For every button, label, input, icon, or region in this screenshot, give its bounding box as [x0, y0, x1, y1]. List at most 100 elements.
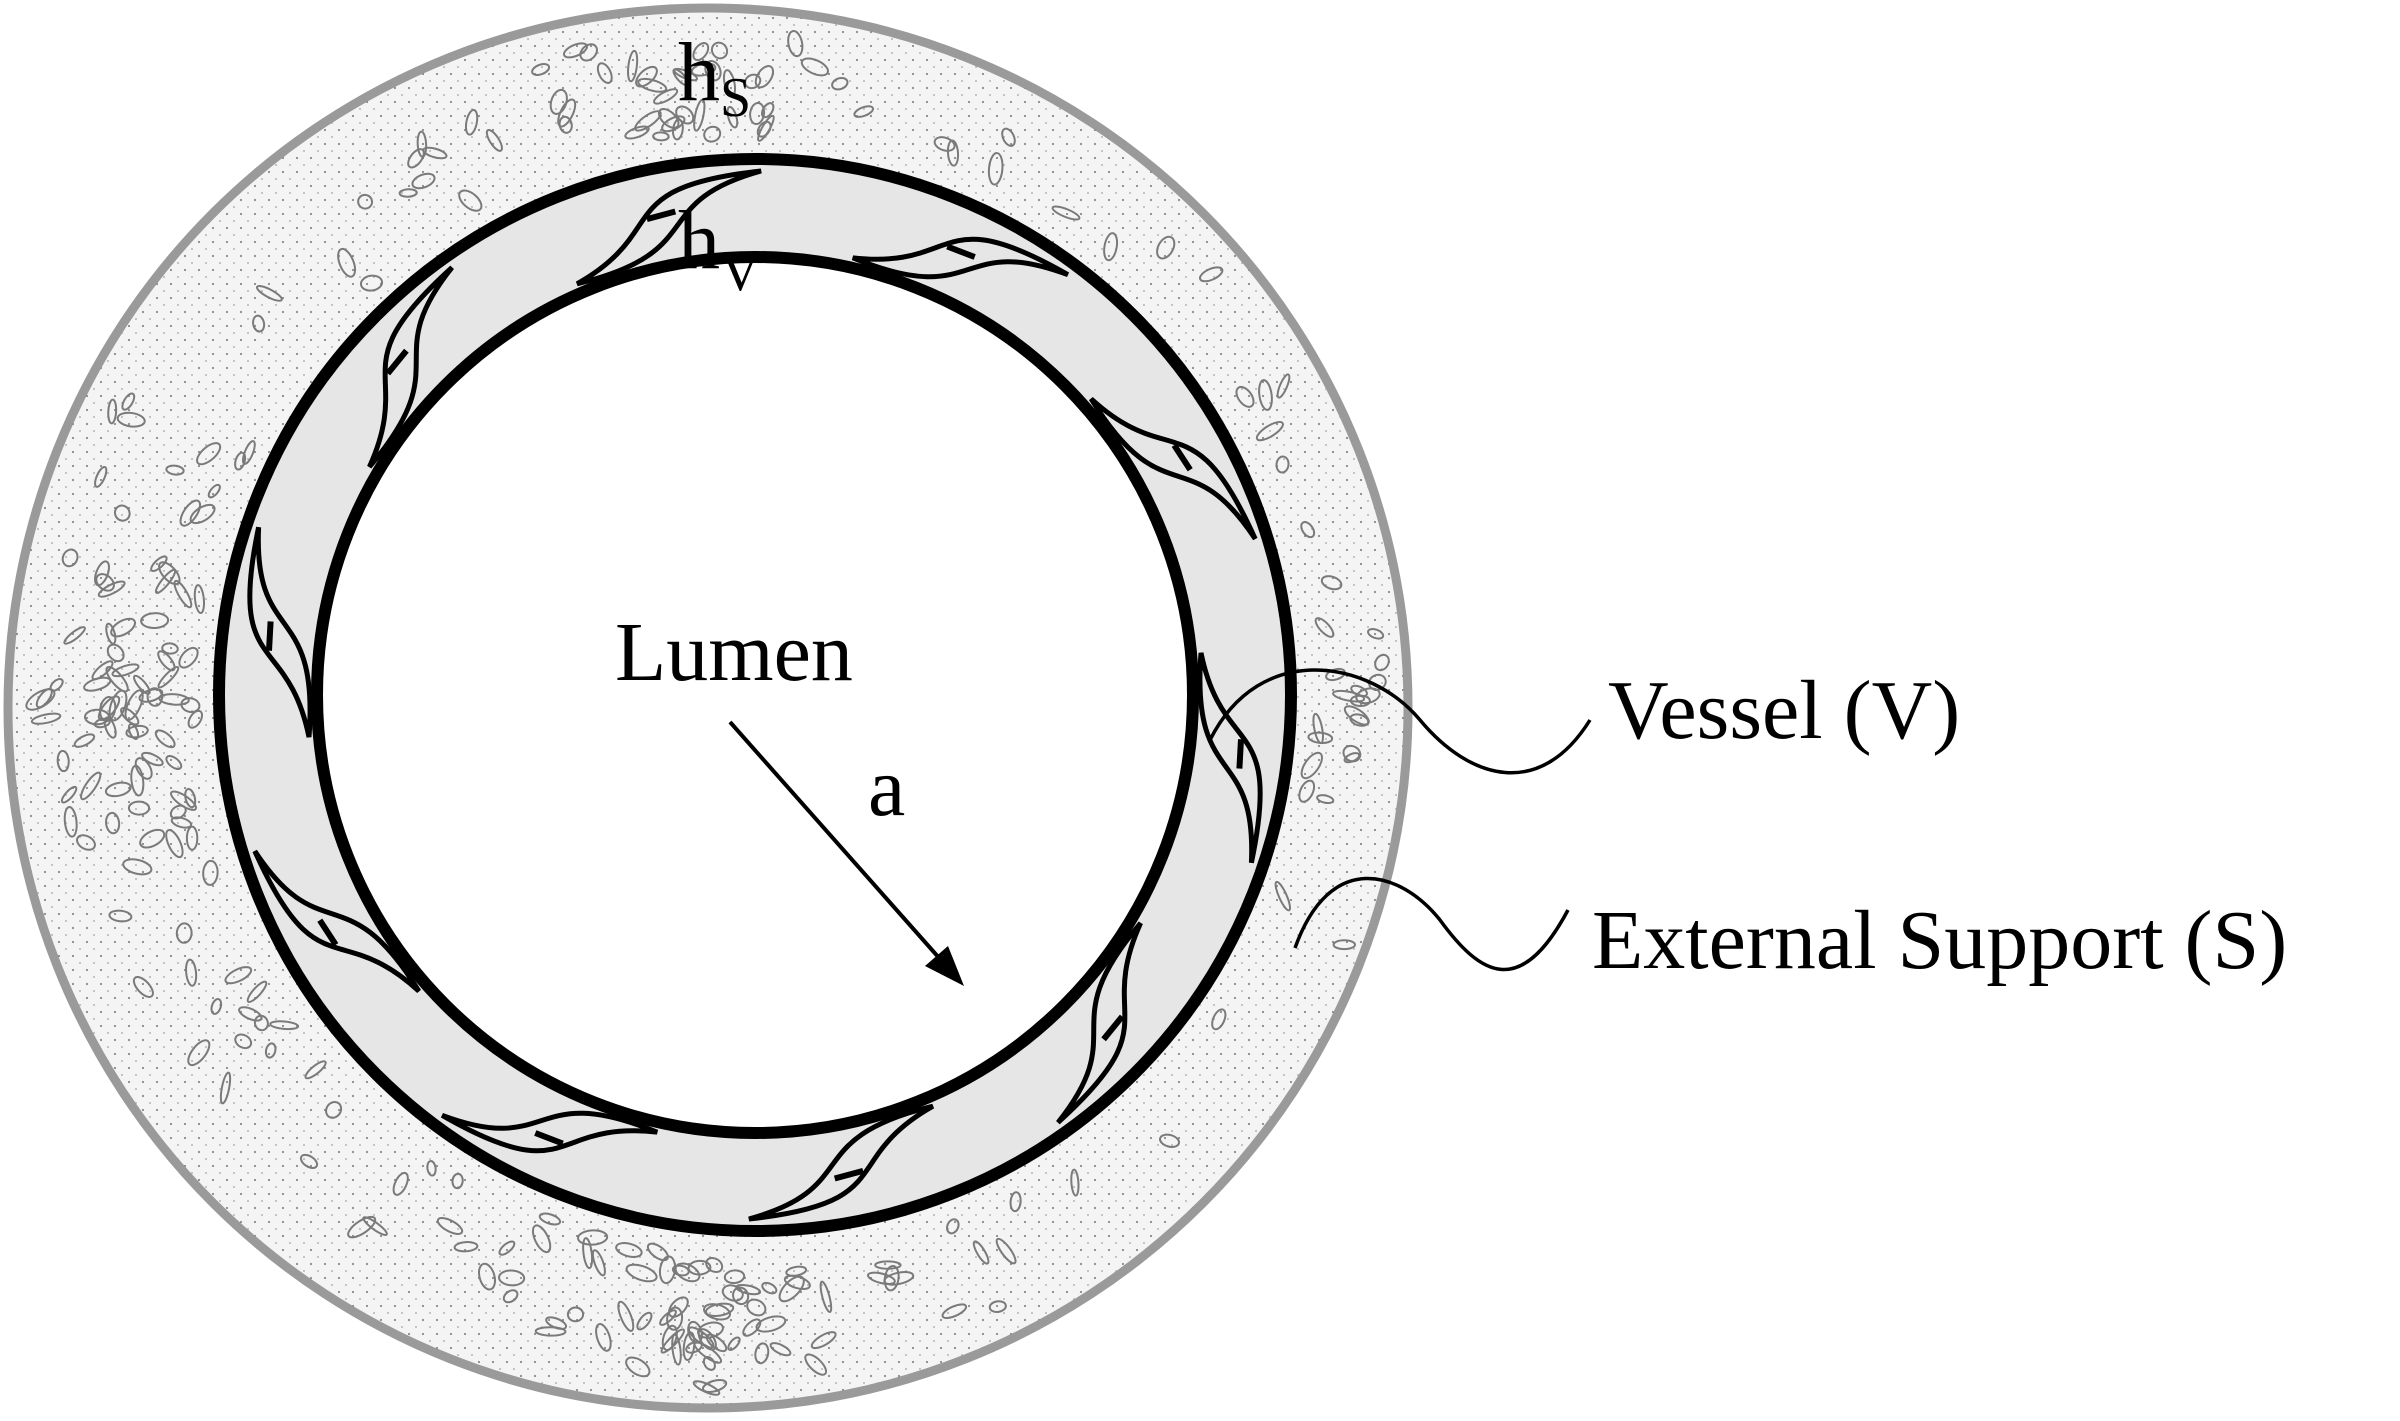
speckle: [234, 1033, 253, 1050]
speckle: [347, 1215, 377, 1239]
cell-nucleus: [1171, 443, 1193, 472]
speckle: [721, 1284, 744, 1302]
speckle: [627, 49, 639, 83]
speckle: [464, 108, 479, 136]
speckle: [170, 816, 193, 829]
speckle: [657, 107, 680, 129]
speckle: [485, 128, 503, 152]
speckle: [63, 805, 78, 838]
speckle: [238, 1006, 263, 1022]
speckle: [746, 1298, 767, 1317]
support-speckles: [25, 30, 1390, 1396]
speckle: [193, 584, 206, 615]
speckle: [595, 1323, 612, 1352]
speckle: [596, 62, 613, 84]
cell-nucleus: [317, 918, 339, 947]
speckle: [972, 1240, 990, 1265]
speckle: [787, 30, 804, 58]
speckle: [61, 548, 79, 568]
speckle: [398, 188, 418, 198]
speckle: [458, 189, 483, 212]
speckle: [761, 1281, 778, 1295]
speckle: [749, 101, 766, 126]
speckle: [357, 193, 374, 210]
speckle: [637, 77, 668, 93]
speckle: [635, 65, 658, 88]
speckle: [154, 729, 176, 749]
speckle: [25, 688, 56, 711]
speckle: [337, 247, 357, 278]
cell-nucleus: [266, 621, 274, 651]
speckle: [91, 660, 114, 681]
speckle: [557, 98, 577, 128]
speckle: [106, 643, 125, 663]
speckle: [1103, 232, 1119, 262]
speckle: [673, 67, 699, 82]
speckle: [692, 1380, 721, 1396]
speckle: [154, 568, 177, 594]
smooth-muscle-cell: [367, 265, 454, 469]
speckle: [704, 60, 722, 82]
speckle: [534, 1326, 567, 1337]
speckle: [562, 42, 589, 59]
speckle: [671, 118, 684, 141]
speckle: [658, 1255, 677, 1285]
speckle: [769, 1342, 792, 1357]
speckle: [173, 579, 193, 609]
speckle: [1211, 1008, 1227, 1031]
speckle: [660, 1328, 685, 1354]
speckle: [105, 811, 121, 835]
speckle: [264, 1042, 277, 1059]
speckle: [742, 1318, 762, 1337]
speckle: [187, 1039, 211, 1067]
speckle: [84, 708, 110, 726]
speckle: [76, 834, 96, 851]
speckle: [1367, 628, 1385, 640]
speckle: [703, 1303, 731, 1321]
vessel-thickness-label: hV: [678, 194, 760, 303]
speckle: [165, 755, 183, 770]
speckle: [646, 1242, 669, 1262]
smooth-muscle-cell: [851, 236, 1070, 280]
speckle: [498, 1269, 526, 1287]
speckle: [671, 1333, 682, 1366]
speckle: [97, 695, 121, 722]
speckle: [1009, 1191, 1022, 1213]
speckle: [122, 858, 153, 876]
speckle: [1070, 1168, 1080, 1197]
speckle: [756, 120, 772, 138]
speckle: [1320, 575, 1343, 591]
speckle: [735, 1284, 762, 1296]
speckle: [124, 689, 144, 721]
speckle: [157, 650, 176, 672]
speckle: [304, 1060, 327, 1080]
vessel-leader-line: [1208, 668, 1592, 775]
speckle: [636, 1311, 653, 1331]
speckle: [1298, 779, 1316, 803]
speckle: [169, 804, 187, 820]
speckle: [179, 499, 202, 527]
speckle: [883, 1271, 915, 1286]
radius-arrow: [728, 720, 964, 986]
speckle: [184, 788, 197, 809]
speckle: [107, 398, 118, 425]
support-thickness-subscript: S: [720, 67, 751, 129]
speckle: [127, 800, 151, 816]
speckle: [175, 922, 193, 944]
speckle: [111, 663, 140, 678]
speckle: [1374, 653, 1390, 672]
speckle: [1051, 205, 1081, 221]
speckle: [451, 1172, 464, 1190]
speckle: [754, 1342, 770, 1365]
speckle: [625, 1356, 651, 1378]
speckle: [987, 152, 1004, 186]
speckle: [549, 88, 568, 115]
speckle: [1312, 712, 1324, 745]
speckle: [422, 146, 448, 160]
support-thickness-symbol: h: [678, 26, 720, 119]
speckle: [703, 125, 722, 143]
smooth-muscle-cell: [247, 526, 313, 738]
speckle: [116, 411, 146, 428]
smooth-muscle-cell: [748, 1103, 935, 1222]
speckle: [819, 1280, 833, 1313]
